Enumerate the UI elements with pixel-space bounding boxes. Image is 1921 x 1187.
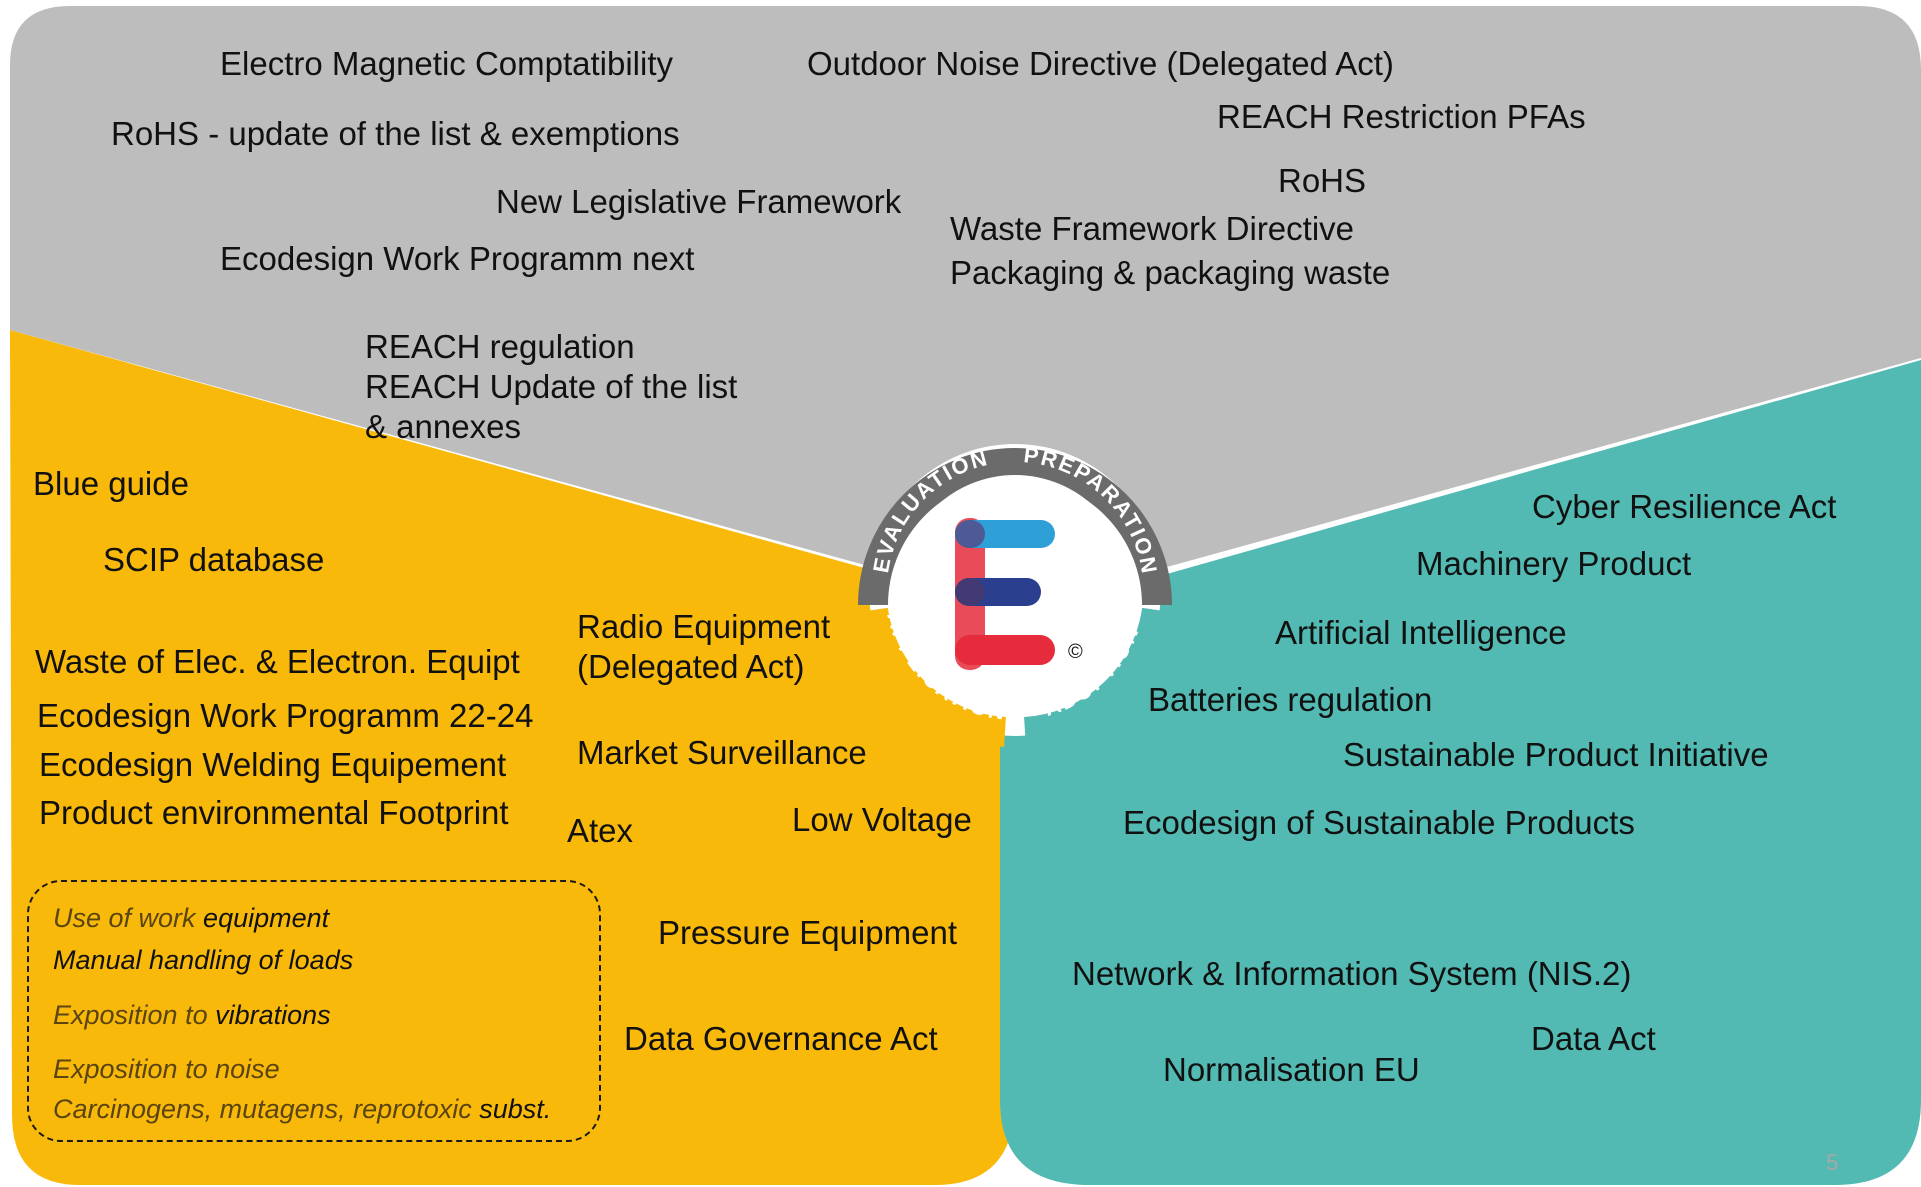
label-radio-equipment: Radio Equipment (Delegated Act)	[577, 608, 831, 685]
page-number: 5	[1826, 1150, 1839, 1175]
label-waste-framework-directive: Waste Framework Directive	[950, 210, 1355, 247]
label-blue-guide: Blue guide	[33, 465, 189, 502]
label-ecodesign-sustainable-products: Ecodesign of Sustainable Products	[1123, 804, 1635, 841]
ring-adoption-arc	[1023, 607, 1172, 747]
ring-application-arc	[858, 607, 1007, 747]
occupational-directives-box	[27, 880, 601, 1142]
label-sustainable-product-initiative: Sustainable Product Initiative	[1343, 736, 1769, 773]
label-normalisation-eu: Normalisation EU	[1163, 1051, 1420, 1088]
label-weee: Waste of Elec. & Electron. Equipt	[35, 643, 520, 680]
box-item-carcinogens: Carcinogens, mutagens, reprotoxic subst.	[53, 1094, 552, 1124]
label-packaging-waste: Packaging & packaging waste	[950, 254, 1391, 291]
label-new-legislative-framework: New Legislative Framework	[496, 183, 902, 220]
label-rohs-update: RoHS - update of the list & exemptions	[111, 115, 680, 152]
box-item-noise: Exposition to noise	[53, 1054, 280, 1084]
label-atex: Atex	[567, 812, 634, 849]
label-nis2: Network & Information System (NIS.2)	[1072, 955, 1632, 992]
label-pressure-equipment: Pressure Equipment	[658, 914, 957, 951]
label-ecodesign-welding: Ecodesign Welding Equipement	[39, 746, 507, 783]
copyright-mark: ©	[1068, 641, 1083, 663]
yellow-sector	[10, 330, 1015, 1185]
label-low-voltage: Low Voltage	[792, 801, 972, 838]
e-logo-icon	[955, 518, 1055, 670]
label-market-surveillance: Market Surveillance	[577, 734, 867, 771]
label-data-act: Data Act	[1531, 1020, 1656, 1057]
gray-sector	[10, 6, 1921, 605]
box-item-work-equipment: Use of work equipment	[53, 903, 330, 933]
label-rohs: RoHS	[1278, 162, 1367, 199]
box-item-vibrations: Exposition to vibrations	[53, 1000, 331, 1030]
label-artificial-intelligence: Artificial Intelligence	[1275, 614, 1567, 651]
cycle-emblem: EVALUATION PREPARATION ADOPTION APPLICAT…	[858, 442, 1172, 747]
label-outdoor-noise-directive: Outdoor Noise Directive (Delegated Act)	[807, 45, 1394, 82]
label-electro-magnetic-compatibility: Electro Magnetic Comptatibility	[220, 45, 674, 82]
box-item-manual-handling: Manual handling of loads	[53, 945, 354, 975]
label-machinery-product: Machinery Product	[1416, 545, 1692, 582]
label-reach-restriction-pfas: REACH Restriction PFAs	[1217, 98, 1586, 135]
label-ecodesign-work-programm-next: Ecodesign Work Programm next	[220, 240, 695, 277]
teal-sector	[1000, 360, 1921, 1185]
label-product-environmental-footprint: Product environmental Footprint	[39, 794, 509, 831]
label-scip-database: SCIP database	[103, 541, 325, 578]
label-data-governance-act: Data Governance Act	[624, 1020, 938, 1057]
ring-upper-arc	[858, 448, 1172, 606]
label-reach-regulation: REACH regulation REACH Update of the lis…	[365, 328, 738, 445]
label-cyber-resilience-act: Cyber Resilience Act	[1532, 488, 1837, 525]
label-batteries-regulation: Batteries regulation	[1148, 681, 1433, 718]
label-ecodesign-work-programm-22-24: Ecodesign Work Programm 22-24	[37, 697, 534, 734]
